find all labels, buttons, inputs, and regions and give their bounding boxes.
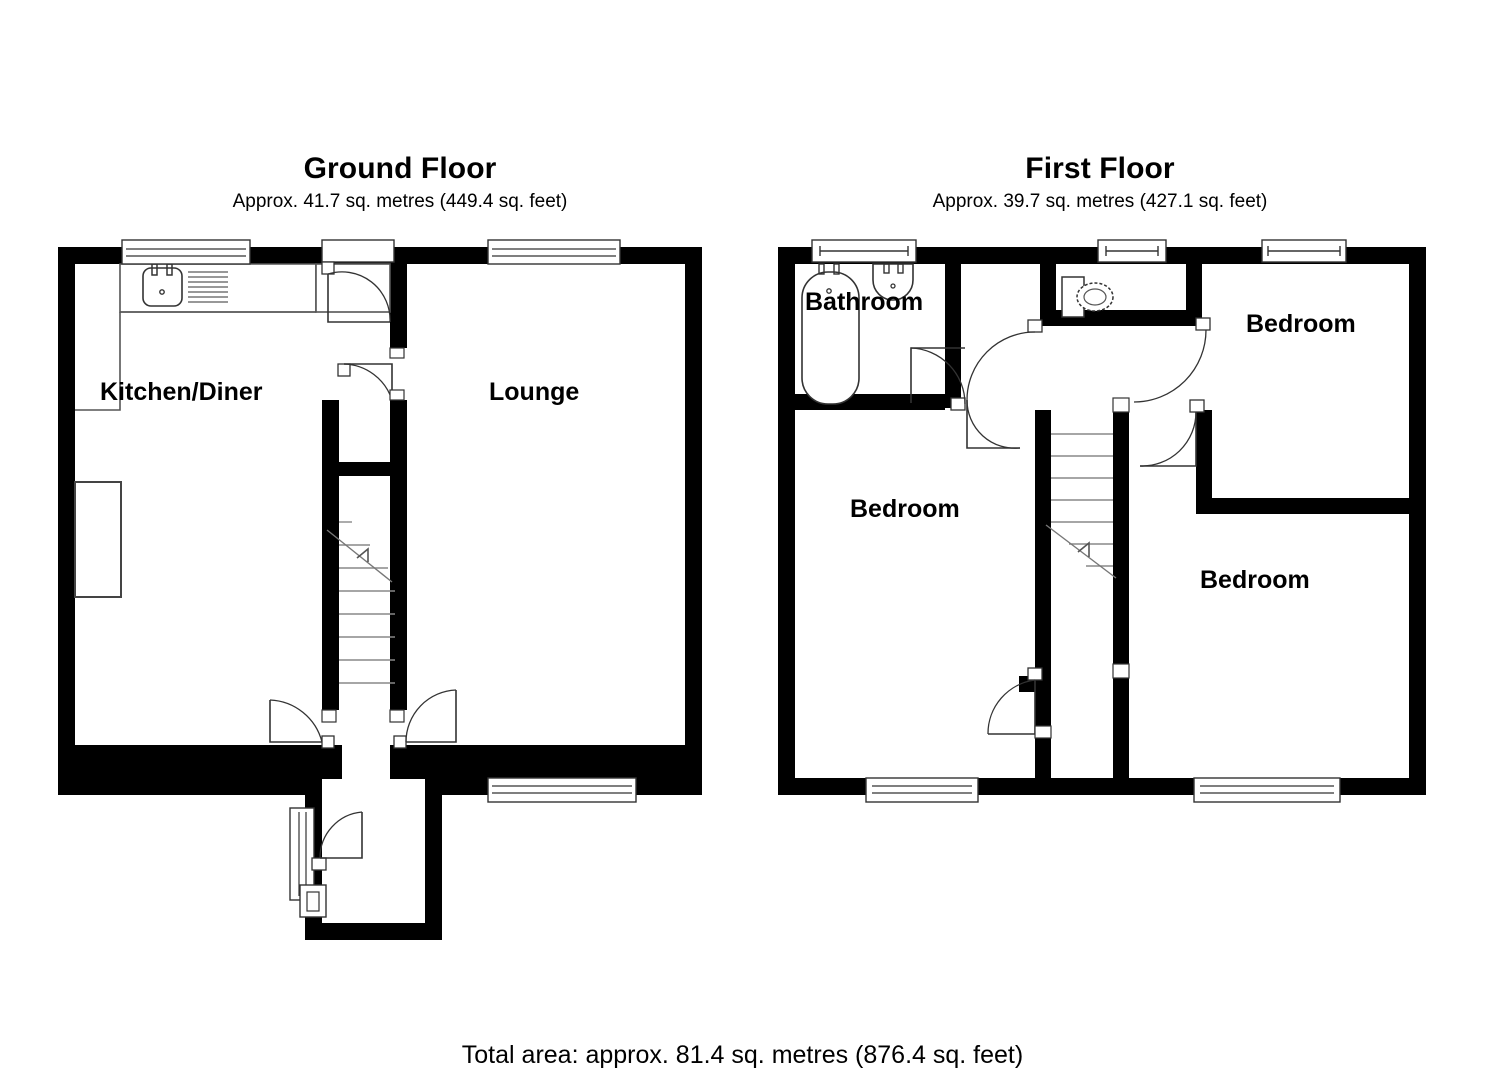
door-hall-top bbox=[321, 261, 391, 323]
window-bedroom-left-lower bbox=[865, 777, 979, 803]
kitchen-drainer-icon bbox=[188, 271, 228, 303]
door-bathroom bbox=[910, 347, 966, 411]
room-label-bedroom-bottom-right: Bedroom bbox=[1200, 566, 1310, 594]
door-hall-lounge bbox=[393, 689, 457, 749]
first-floor-staircase bbox=[1045, 433, 1117, 579]
ground-floor-windows bbox=[121, 239, 637, 918]
door-kitchen-hall bbox=[337, 363, 393, 401]
first-floor-area: Approx. 39.7 sq. metres (427.1 sq. feet) bbox=[932, 191, 1268, 212]
first-floor-doors bbox=[910, 317, 1211, 739]
ground-floor-title: Ground Floor bbox=[303, 152, 497, 185]
room-label-bathroom: Bathroom bbox=[805, 288, 924, 316]
door-landing-left bbox=[966, 319, 1043, 449]
room-label-kitchen-diner: Kitchen/Diner bbox=[100, 378, 263, 406]
ground-floor-heading: Ground Floor Approx. 41.7 sq. metres (44… bbox=[140, 152, 660, 214]
first-floor-heading: First Floor Approx. 39.7 sq. metres (427… bbox=[840, 152, 1360, 214]
window-wc bbox=[1097, 239, 1167, 263]
window-lounge-rear bbox=[487, 777, 637, 803]
ground-floor-internal-walls bbox=[75, 264, 686, 779]
ground-floor-area: Approx. 41.7 sq. metres (449.4 sq. feet) bbox=[232, 191, 568, 212]
room-label-bedroom-top-right: Bedroom bbox=[1246, 310, 1356, 338]
ground-floor-walls bbox=[58, 247, 702, 940]
bathroom-fixtures bbox=[801, 263, 914, 405]
door-bedroom-right-lower bbox=[1139, 399, 1205, 467]
door-hall-kitchen-lower bbox=[269, 699, 335, 749]
window-bedroom-right-lower bbox=[1193, 777, 1341, 803]
kitchen-sink-icon bbox=[142, 263, 183, 307]
door-bedroom-left-lower bbox=[987, 667, 1043, 735]
ground-floor-alcove bbox=[74, 481, 122, 598]
window-lounge-front bbox=[487, 239, 621, 265]
ground-floor-staircase bbox=[326, 521, 395, 684]
room-label-bedroom-left: Bedroom bbox=[850, 495, 960, 523]
window-kitchen-rear bbox=[121, 239, 251, 265]
toilet-icon bbox=[1061, 276, 1114, 318]
door-bedroom-top-right bbox=[1133, 317, 1211, 403]
first-floor-windows bbox=[811, 239, 1347, 803]
first-floor-plan bbox=[778, 239, 1426, 803]
door-front-entrance bbox=[311, 811, 363, 871]
bathtub-icon bbox=[801, 263, 860, 405]
total-area-text: Total area: approx. 81.4 sq. metres (876… bbox=[461, 1041, 1024, 1069]
wash-basin-icon bbox=[872, 263, 914, 301]
window-bathroom bbox=[811, 239, 917, 263]
first-floor-title: First Floor bbox=[1025, 152, 1175, 185]
ground-floor-plan bbox=[58, 239, 702, 940]
ground-floor-doors bbox=[269, 261, 457, 871]
window-hall-top bbox=[321, 239, 395, 263]
window-porch-front bbox=[299, 884, 327, 918]
room-label-lounge: Lounge bbox=[489, 378, 580, 406]
window-bedroom-top-right bbox=[1261, 239, 1347, 263]
